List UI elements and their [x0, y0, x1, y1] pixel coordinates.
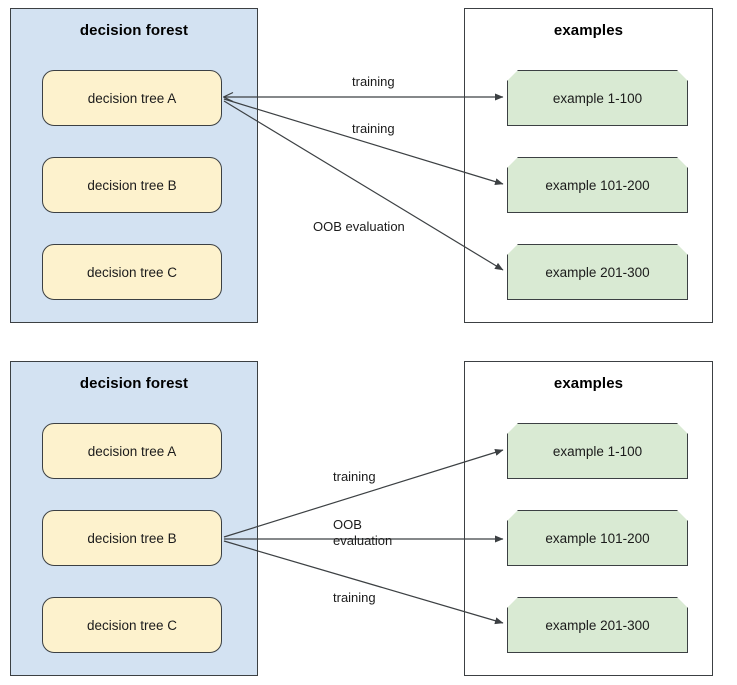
- example-box-101-200-bottom[interactable]: example 101-200: [507, 510, 688, 566]
- example-box-1-100-bottom[interactable]: example 1-100: [507, 423, 688, 479]
- decision-forest-panel-bottom: decision forest decision tree A decision…: [10, 361, 258, 676]
- tree-box-c-top[interactable]: decision tree C: [42, 244, 222, 300]
- example-box-201-300-bottom[interactable]: example 201-300: [507, 597, 688, 653]
- edge-label-oob-evaluation-bottom: OOB evaluation: [333, 517, 393, 548]
- diagram-top: decision forest decision tree A decision…: [0, 0, 737, 330]
- decision-forest-title-bottom: decision forest: [79, 375, 189, 392]
- tree-box-a-bottom[interactable]: decision tree A: [42, 423, 222, 479]
- tree-box-c-bottom[interactable]: decision tree C: [42, 597, 222, 653]
- edge-label-training-1-top: training: [352, 74, 395, 89]
- examples-panel-bottom: examples example 1-100 example 101-200 e…: [464, 361, 713, 676]
- examples-title-top: examples: [553, 22, 624, 39]
- tree-box-b-top[interactable]: decision tree B: [42, 157, 222, 213]
- edge-tree-a-to-example-101-200-top: [223, 98, 504, 186]
- edge-label-training-2-top: training: [352, 121, 395, 136]
- edge-label-training-1-bottom: training: [333, 469, 376, 484]
- diagram-bottom: decision forest decision tree A decision…: [0, 353, 737, 683]
- edge-label-oob-evaluation-top: OOB evaluation: [313, 219, 405, 234]
- example-box-101-200-top[interactable]: example 101-200: [507, 157, 688, 213]
- example-box-201-300-top[interactable]: example 201-300: [507, 244, 688, 300]
- decision-forest-panel-top: decision forest decision tree A decision…: [10, 8, 258, 323]
- examples-title-bottom: examples: [553, 375, 624, 392]
- tree-box-b-bottom[interactable]: decision tree B: [42, 510, 222, 566]
- tree-box-a-top[interactable]: decision tree A: [42, 70, 222, 126]
- edge-label-training-2-bottom: training: [333, 590, 376, 605]
- examples-panel-top: examples example 1-100 example 101-200 e…: [464, 8, 713, 323]
- decision-forest-title-top: decision forest: [79, 22, 189, 39]
- edge-tree-b-to-example-201-300-bottom: [223, 540, 504, 625]
- example-box-1-100-top[interactable]: example 1-100: [507, 70, 688, 126]
